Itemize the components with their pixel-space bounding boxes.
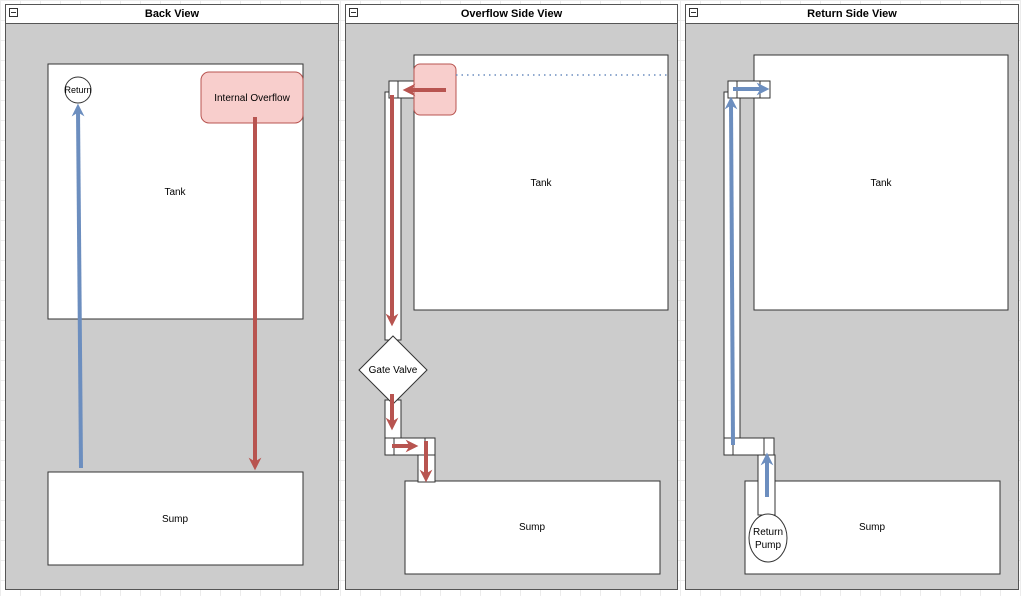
- return-pump-label: Pump: [755, 540, 782, 551]
- panel-header: Return Side View: [686, 5, 1018, 24]
- return-pump-label: Return: [753, 527, 783, 538]
- internal-overflow-label: Internal Overflow: [214, 93, 290, 104]
- collapse-icon[interactable]: [9, 8, 18, 17]
- sump-box[interactable]: [47, 471, 304, 566]
- panel-header: Back View: [6, 5, 338, 24]
- sump-label: Sump: [859, 522, 886, 533]
- tank-label: Tank: [870, 178, 892, 189]
- tank-label: Tank: [530, 178, 552, 189]
- tank-label: Tank: [164, 187, 186, 198]
- gate-valve-label: Gate Valve: [369, 365, 418, 376]
- panel-title: Return Side View: [807, 8, 897, 20]
- collapse-icon[interactable]: [689, 8, 698, 17]
- return-flow-arrow[interactable]: [71, 103, 85, 469]
- sump-label: Sump: [519, 522, 546, 533]
- panel-header: Overflow Side View: [346, 5, 677, 24]
- internal-overflow-box[interactable]: [200, 71, 304, 124]
- sump-label: Sump: [162, 514, 189, 525]
- collapse-icon[interactable]: [349, 8, 358, 17]
- tank-box[interactable]: [753, 54, 1009, 311]
- return-label: Return: [64, 85, 91, 95]
- sump-box[interactable]: [404, 480, 661, 575]
- sump-box[interactable]: [744, 480, 1001, 575]
- return-nozzle[interactable]: [64, 76, 92, 104]
- panel-title: Overflow Side View: [460, 8, 563, 20]
- return-flow-arrow[interactable]: [724, 96, 738, 446]
- return-pipe-elbow-bottom: [723, 437, 775, 456]
- return-pump[interactable]: [748, 513, 788, 563]
- panel-title: Back View: [144, 8, 200, 20]
